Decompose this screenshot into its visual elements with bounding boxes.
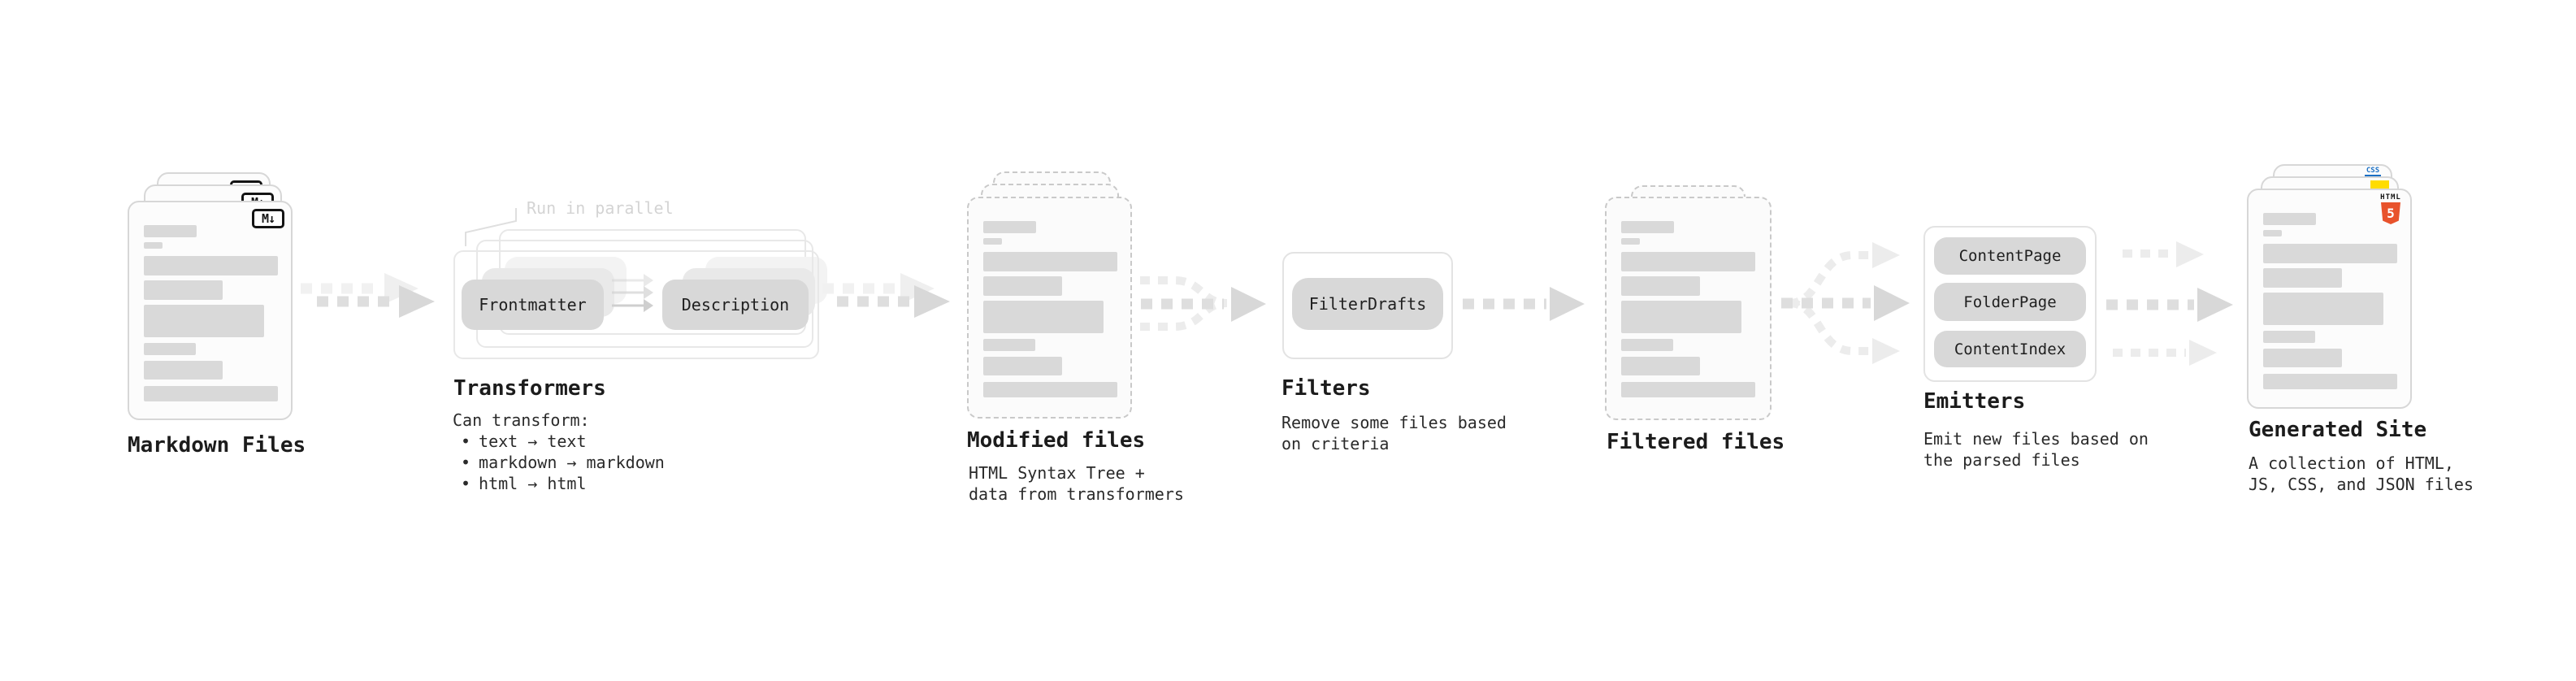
bullet-glyph: • [461, 432, 471, 451]
html5-icon-number: 5 [2387, 206, 2395, 221]
generated-site-label: Generated Site [2249, 418, 2427, 442]
markdown-files-label: Markdown Files [128, 433, 306, 458]
content-bar [1621, 221, 1674, 233]
folderpage-pill: FolderPage [1934, 283, 2086, 321]
content-bar [144, 386, 278, 401]
transformers-description: Can transform: • text → text • markdown → … [453, 410, 665, 494]
arrow-emitters-to-site [2106, 241, 2233, 366]
html5-icon: HTML 5 [2379, 193, 2402, 224]
desc-line: on criteria [1281, 434, 1390, 453]
markdown-icon: M↓ [252, 209, 284, 228]
bullet-text: text → text [479, 432, 587, 451]
transformers-label: Transformers [453, 376, 606, 401]
file-content-bars [144, 225, 278, 401]
content-bar [983, 357, 1062, 375]
modified-file-card-front [967, 197, 1132, 419]
transformers-bullet-3: • html → html [461, 473, 665, 494]
content-bar [1621, 276, 1700, 296]
markdown-file-card-front: M↓ [128, 201, 293, 420]
content-bar [983, 238, 1002, 245]
content-bar [144, 343, 196, 355]
desc-line: HTML Syntax Tree + [969, 463, 1145, 483]
content-bar [983, 276, 1062, 296]
modified-files-description: HTML Syntax Tree + data from transformer… [969, 462, 1184, 505]
modified-files-label: Modified files [967, 428, 1146, 453]
filters-label: Filters [1281, 376, 1371, 401]
desc-line: Remove some files based [1281, 413, 1507, 432]
arrow-filters-to-filtered [1463, 287, 1585, 321]
transformers-bullet-2: • markdown → markdown [461, 452, 665, 473]
bullet-text: markdown → markdown [479, 453, 665, 472]
bullet-glyph: • [461, 474, 471, 493]
transformers-desc-title: Can transform: [453, 410, 590, 430]
content-bar [144, 225, 197, 237]
content-bar [1621, 339, 1673, 351]
contentpage-pill: ContentPage [1934, 237, 2086, 275]
desc-line: the parsed files [1923, 450, 2080, 470]
arrow-transformers-to-modified [822, 273, 950, 318]
content-bar [983, 339, 1035, 351]
css-icon-text: CSS [2366, 167, 2380, 175]
site-file-card-front: HTML 5 [2247, 189, 2412, 409]
content-bar [144, 361, 223, 380]
desc-line: JS, CSS, and JSON files [2249, 475, 2474, 494]
arrow-markdown-to-transformers [301, 273, 435, 318]
arrow-filtered-to-emitters-fan-out [1781, 242, 1910, 364]
filterdrafts-pill: FilterDrafts [1292, 278, 1443, 330]
content-bar [1621, 238, 1640, 245]
filters-description: Remove some files based on criteria [1281, 412, 1507, 454]
content-bar [144, 305, 264, 337]
filtered-file-card-front [1605, 197, 1772, 420]
frontmatter-pill: Frontmatter [462, 280, 604, 330]
content-bar [1621, 301, 1741, 333]
file-content-bars [2263, 213, 2397, 389]
content-bar [2263, 213, 2316, 225]
content-bar [983, 221, 1036, 233]
content-bar [2263, 331, 2315, 343]
transformers-bullet-1: • text → text [461, 431, 665, 452]
content-bar [983, 301, 1104, 333]
bullet-glyph: • [461, 453, 471, 472]
html5-icon-text: HTML [2380, 193, 2401, 202]
content-bar [144, 242, 163, 249]
content-bar [2263, 268, 2342, 288]
content-bar [1621, 382, 1755, 397]
filtered-files-label: Filtered files [1607, 430, 1785, 454]
js-icon [2370, 180, 2389, 189]
content-bar [983, 382, 1117, 397]
content-bar [2263, 293, 2383, 325]
content-bar [983, 252, 1117, 271]
content-bar [1621, 252, 1755, 271]
content-bar [1621, 357, 1700, 375]
content-bar [144, 280, 223, 300]
description-pill: Description [662, 280, 809, 330]
arrow-modified-to-filters-fan-in [1140, 276, 1266, 331]
content-bar [2263, 374, 2397, 389]
content-bar [2263, 349, 2342, 367]
bullet-text: html → html [479, 474, 587, 493]
transformer-card-front [453, 250, 819, 359]
emitters-label: Emitters [1923, 389, 2026, 414]
emitters-description: Emit new files based on the parsed files [1923, 428, 2149, 471]
desc-line: A collection of HTML, [2249, 453, 2454, 473]
desc-line: Emit new files based on [1923, 429, 2149, 449]
content-bar [2263, 244, 2397, 263]
generated-site-description: A collection of HTML, JS, CSS, and JSON … [2249, 453, 2474, 495]
run-in-parallel-note: Run in parallel [527, 198, 674, 218]
content-bar [2263, 230, 2282, 236]
contentindex-pill: ContentIndex [1934, 331, 2086, 367]
desc-line: data from transformers [969, 484, 1184, 504]
html5-icon-shield: 5 [2381, 202, 2400, 224]
file-content-bars [983, 221, 1117, 397]
file-content-bars [1621, 221, 1755, 397]
content-bar [144, 256, 278, 275]
